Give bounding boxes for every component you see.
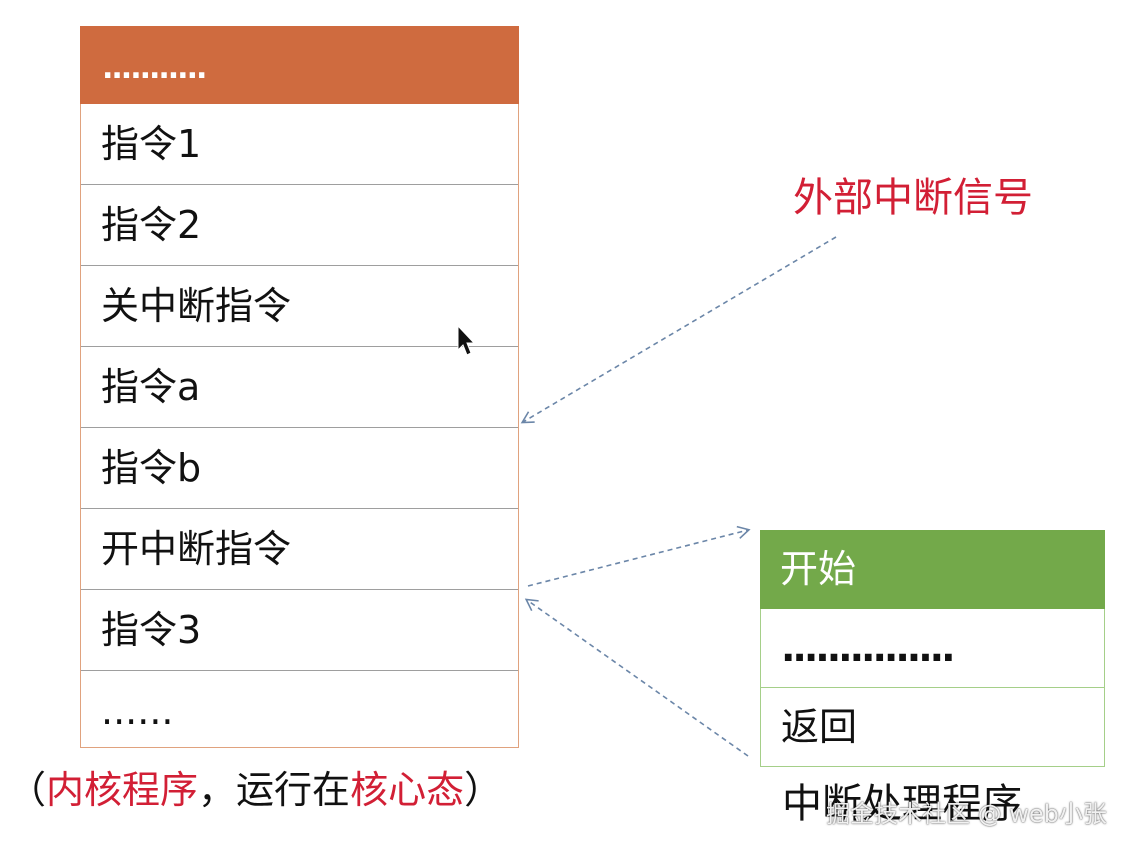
kernel-row-instruction-a: 指令a [81,347,518,428]
handler-table-header: 开始 [760,530,1105,609]
interrupt-signal-arrow [520,236,837,424]
caption-close-paren: ） [464,768,503,812]
kernel-row-ellipsis: ...... [101,689,174,733]
caption-kernel-mode: 核心态 [350,768,465,812]
return-from-handler-arrow [524,598,749,757]
kernel-row-instruction-b: 指令b [81,428,518,509]
jump-to-handler-arrow [527,525,751,587]
caption-comma: ， [198,768,237,812]
handler-row-return: 返回 [781,705,858,749]
external-interrupt-label: 外部中断信号 [793,175,1033,221]
kernel-program-table: ........... 指令1 指令2 关中断指令 指令a 指令b 开中断指令 … [80,26,519,748]
interrupt-handler-caption: 中断处理程序 [782,781,1022,827]
kernel-row-instruction-1: 指令1 [81,104,518,185]
kernel-row-disable-interrupt: 关中断指令 [81,266,518,347]
caption-kernel-program: 内核程序 [46,768,199,812]
handler-row-ellipsis: ............... [761,609,1104,688]
kernel-row-enable-interrupt: 开中断指令 [81,509,518,590]
watermark: 掘金技术社区 @ web小张 [826,800,1107,828]
kernel-table-header: ........... [80,26,519,104]
interrupt-handler-table: 开始 ............... 返回 [760,530,1105,767]
caption-open-paren: （ [8,768,47,812]
caption-runs-in: 运行在 [236,768,351,812]
kernel-row-instruction-2: 指令2 [81,185,518,266]
kernel-program-caption: （内核程序，运行在核心态） [8,758,608,822]
kernel-row-instruction-3: 指令3 [81,590,518,671]
